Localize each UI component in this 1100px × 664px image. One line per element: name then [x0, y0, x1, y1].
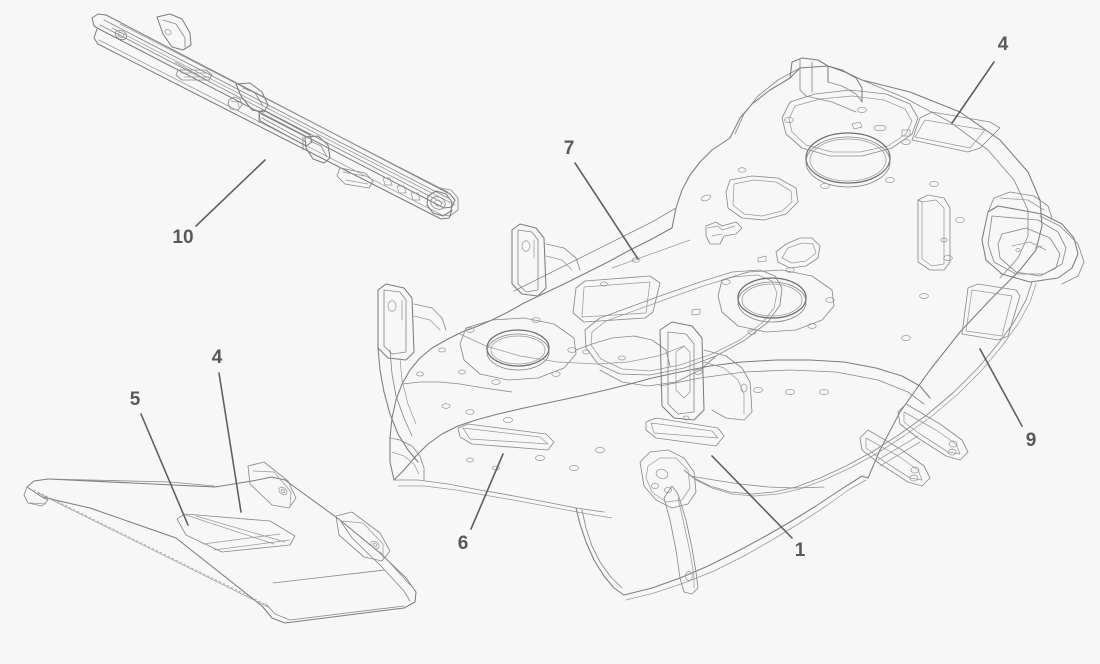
- part-lift-rail-bracket: [91, 13, 459, 220]
- part-chute-deflector: [23, 461, 417, 624]
- callouts-layer: 10 7 4 9 1 6: [130, 34, 1037, 561]
- callout-10: 10: [172, 159, 266, 248]
- spindle-upper: [781, 89, 919, 189]
- callout-10-label: 10: [172, 227, 193, 248]
- callout-4-top: 4: [951, 34, 1009, 124]
- upper-left-bracket: [511, 223, 581, 297]
- callout-4-top-label: 4: [998, 34, 1009, 55]
- callout-1-leader: [711, 455, 793, 539]
- part-deck-assembly: [377, 57, 1085, 601]
- callout-10-leader: [195, 159, 266, 227]
- front-skirt: [389, 377, 869, 601]
- callout-7: 7: [564, 138, 639, 260]
- callout-9-label: 9: [1026, 430, 1037, 451]
- callout-1-label: 1: [795, 540, 806, 561]
- front-lift-arm: [639, 449, 825, 595]
- callout-6-label: 6: [458, 533, 469, 554]
- callout-9-leader: [979, 348, 1023, 427]
- center-gusset-bracket: [659, 321, 753, 421]
- callout-5: 5: [130, 389, 189, 526]
- callout-4-left-leader: [218, 372, 242, 513]
- callout-4-left-label: 4: [212, 347, 223, 368]
- callout-4-left: 4: [212, 347, 242, 513]
- callout-5-leader: [140, 413, 189, 526]
- callout-6-leader: [470, 453, 504, 530]
- rear-riser-bracket: [789, 57, 863, 113]
- callout-6: 6: [458, 453, 504, 554]
- spindle-left: [459, 317, 577, 385]
- spindle-middle: [717, 267, 835, 335]
- discharge-chute: [981, 191, 1085, 285]
- callout-7-leader: [574, 162, 639, 260]
- right-deck-bracket: [917, 194, 951, 271]
- callout-1: 1: [711, 455, 806, 561]
- chute-rod: [683, 281, 1037, 497]
- callout-5-label: 5: [130, 389, 141, 410]
- callout-9: 9: [979, 348, 1037, 451]
- callout-4-top-leader: [951, 61, 995, 124]
- left-side-wing: [377, 347, 419, 463]
- right-lower-plates: [859, 403, 969, 487]
- left-mount-bracket: [377, 283, 447, 361]
- callout-7-label: 7: [564, 138, 575, 159]
